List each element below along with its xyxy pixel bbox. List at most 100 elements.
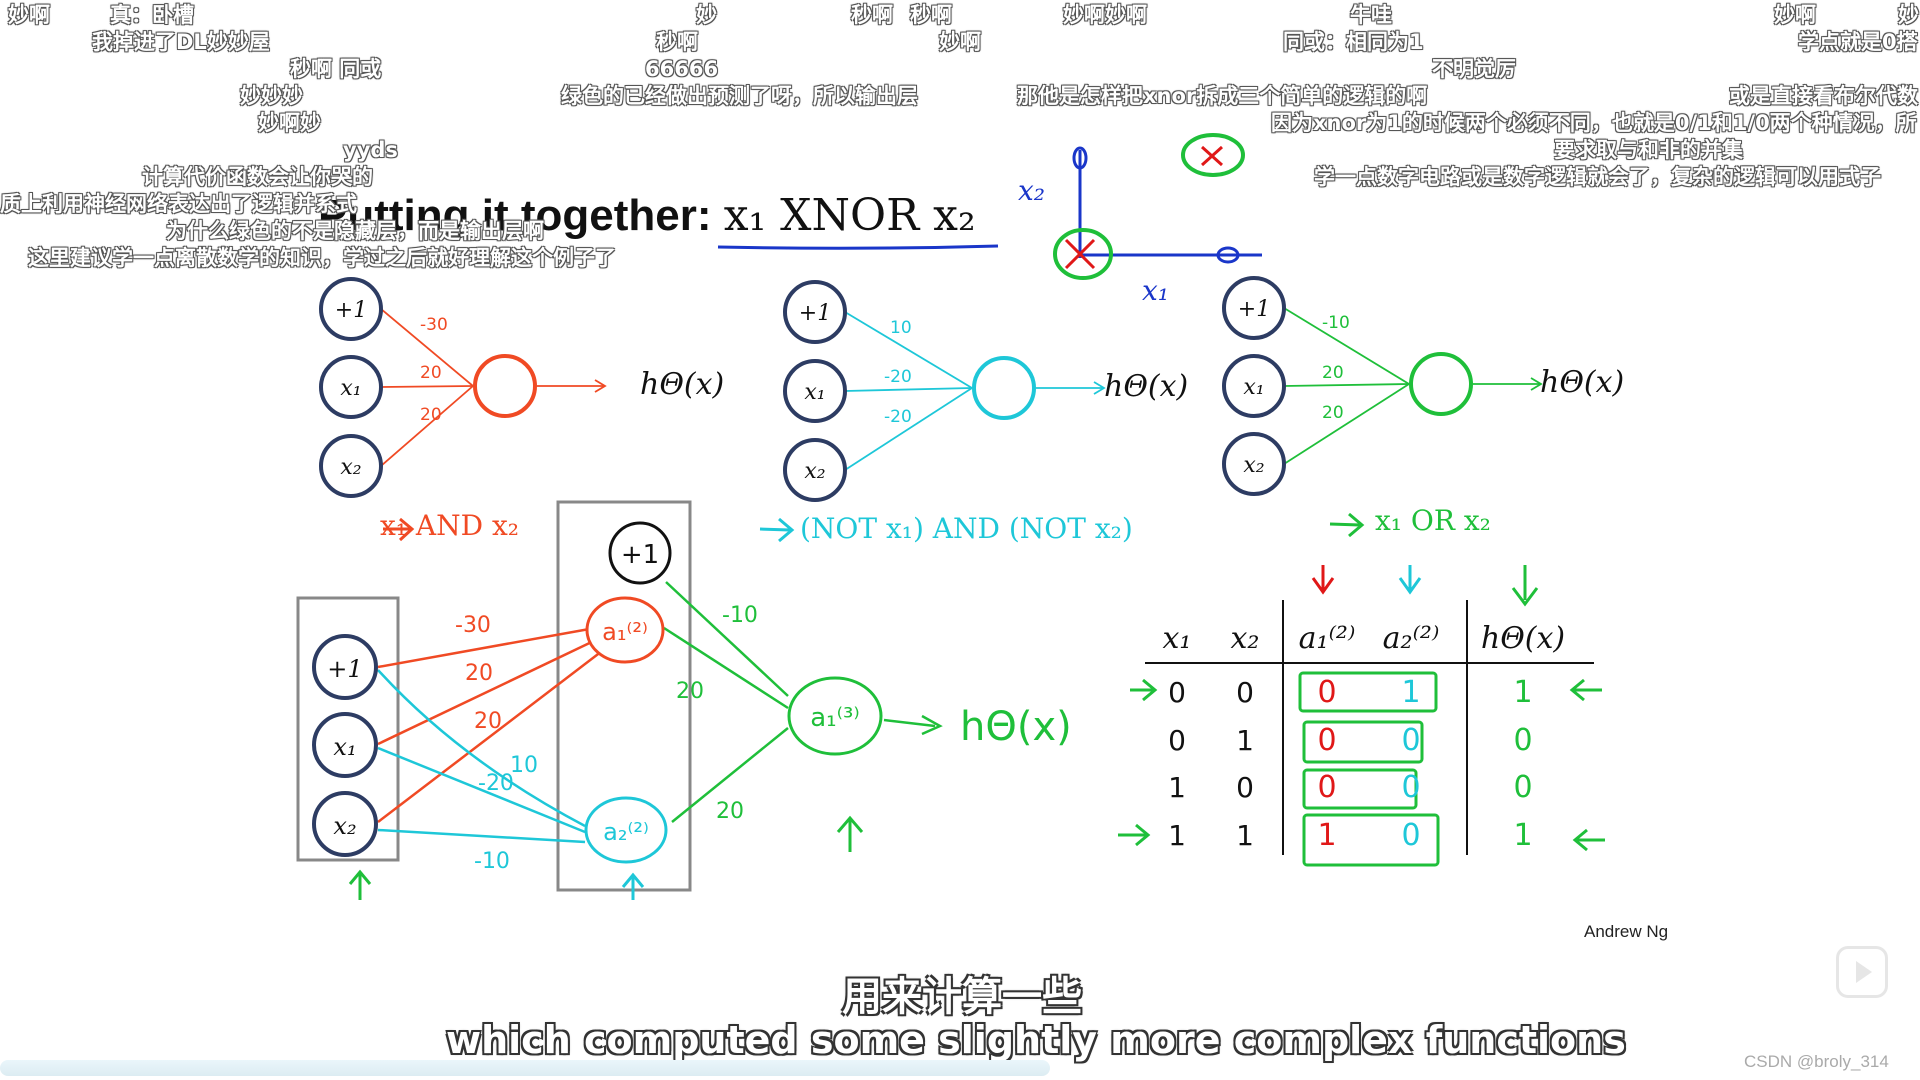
- svg-text:-10: -10: [722, 603, 758, 628]
- annotation-arrows: [348, 512, 1365, 900]
- svg-text:20: 20: [716, 799, 744, 824]
- danmaku-comment: 不明觉厉: [1432, 57, 1516, 81]
- network-1-output-node: [473, 354, 537, 418]
- slide-title-math: x₁ XNOR x₂: [723, 190, 976, 241]
- svg-text:-20: -20: [478, 771, 514, 796]
- play-button[interactable]: [1836, 946, 1888, 998]
- network-2-arrowhead: [1093, 381, 1106, 395]
- svg-text:+1: +1: [799, 301, 831, 326]
- danmaku-comment: 计算代价函数会让你哭的: [142, 165, 373, 189]
- network-1-edge: [380, 385, 474, 467]
- danmaku-comment: 要求取与和非的并集: [1554, 138, 1743, 162]
- plot-point-11-x: [1200, 145, 1224, 167]
- danmaku-comment: 妙: [696, 3, 717, 27]
- danmaku-comment: 为什么绿色的不是隐藏层，而是输出层啊: [166, 219, 544, 243]
- table-header-3: a₂⁽²⁾: [1383, 621, 1440, 656]
- network-2-weight-1: -20: [884, 367, 912, 387]
- network-3-weight-2: 20: [1322, 403, 1344, 423]
- svg-text:-10: -10: [474, 849, 510, 874]
- plot-x-axis-label: x₁: [1142, 274, 1169, 307]
- red-weight-labels: -30 20 20: [455, 613, 502, 734]
- plot-origin-green-circle: [1053, 228, 1113, 280]
- table-cell-r0-c0: 0: [1168, 676, 1186, 709]
- network-1-arrowhead: [594, 379, 607, 393]
- network-2-input-node-0: +1: [783, 280, 847, 344]
- danmaku-comment: 妙: [1898, 3, 1919, 27]
- svg-text:a₂⁽²⁾: a₂⁽²⁾: [603, 818, 649, 846]
- network-3-input-node-1: x₁: [1222, 354, 1286, 418]
- green-connections: [663, 581, 943, 823]
- danmaku-comment: 秒啊: [910, 3, 952, 27]
- network-2-output-label: hΘ(x): [1104, 369, 1188, 404]
- subtitle-en: which computed some slightly more comple…: [446, 1018, 1626, 1062]
- network-2-edge: [844, 387, 973, 471]
- network-3-weight-0: -10: [1322, 313, 1350, 333]
- table-cell-r3-c2: 1: [1317, 818, 1336, 853]
- network-1-input-node-2: x₂: [319, 434, 383, 498]
- svg-text:x₂: x₂: [340, 455, 361, 480]
- danmaku-comment: 质上利用神经网络表达出了逻辑并系式: [0, 192, 357, 216]
- green-weight-labels: -10 20 20: [676, 603, 758, 824]
- table-cell-r2-c1: 0: [1236, 771, 1254, 804]
- table-cell-r1-c0: 0: [1168, 724, 1186, 757]
- danmaku-comment: 妙啊妙: [258, 111, 321, 135]
- plot-axes: [1072, 146, 1262, 264]
- network-2-caption: (NOT x₁) AND (NOT x₂): [800, 512, 1133, 545]
- network-1-edge: [380, 308, 474, 387]
- table-cell-r3-c3: 0: [1401, 818, 1420, 853]
- network-3-caption: x₁ OR x₂: [1375, 504, 1491, 537]
- red-connections: [377, 626, 607, 823]
- danmaku-comment: 秒啊 同或: [290, 57, 382, 81]
- plot-top-right-green-circle: [1181, 133, 1245, 177]
- subtitle-zh: 用来计算一些: [842, 974, 1082, 1020]
- svg-text:20: 20: [465, 661, 493, 686]
- danmaku-comment: 妙妙妙: [240, 84, 303, 108]
- svg-text:x₁: x₁: [340, 376, 361, 401]
- slide-title: Putting it together: x₁ XNOR x₂: [318, 190, 976, 241]
- svg-text:+1: +1: [621, 540, 659, 570]
- danmaku-comment: 真：卧槽: [110, 3, 194, 27]
- svg-text:x₁: x₁: [333, 733, 356, 761]
- network-3-edge: [1283, 383, 1410, 465]
- svg-text:+1: +1: [335, 298, 367, 323]
- danmaku-comment: 我掉进了DL妙妙屋: [92, 30, 270, 54]
- network-3-input-node-2: x₂: [1222, 432, 1286, 496]
- svg-text:a₁⁽²⁾: a₁⁽²⁾: [602, 618, 648, 646]
- table-header-4: hΘ(x): [1481, 621, 1565, 656]
- network-1-output-label: hΘ(x): [640, 367, 724, 402]
- table-cell-r1-c2: 0: [1317, 723, 1336, 758]
- svg-text:+1: +1: [327, 655, 362, 683]
- table-header-2: a₁⁽²⁾: [1299, 621, 1356, 656]
- network-3-input-node-0: +1: [1222, 276, 1286, 340]
- slide-credit: Andrew Ng: [1584, 922, 1669, 941]
- network-2-input-node-2: x₂: [783, 438, 847, 502]
- table-cell-r0-c3: 1: [1401, 675, 1420, 710]
- network-3-output-label: hΘ(x): [1540, 365, 1624, 400]
- danmaku-comment: 同或：相同为1: [1283, 30, 1424, 54]
- network-3-weight-1: 20: [1322, 363, 1344, 383]
- plot-y-axis-label: x₂: [1018, 174, 1045, 207]
- svg-text:x₂: x₂: [1243, 453, 1264, 478]
- network-1-input-node-1: x₁: [319, 355, 383, 419]
- danmaku-comment: 那他是怎样把xnor拆成三个简单的逻辑的啊: [1017, 84, 1428, 108]
- progress-bar[interactable]: [0, 1060, 1050, 1076]
- danmaku-comment: 学一点数字电路或是数字逻辑就会了，复杂的逻辑可以用式子: [1314, 165, 1881, 189]
- input-node-bias: +1: [312, 634, 378, 700]
- svg-text:x₁: x₁: [804, 380, 825, 405]
- svg-text:x₂: x₂: [333, 812, 356, 840]
- table-cell-r0-c2: 0: [1317, 675, 1336, 710]
- svg-text:20: 20: [676, 679, 704, 704]
- slide-title-text: Putting it together:: [318, 191, 712, 240]
- network-3: +1 x₁ x₂ -10 20 20 hΘ(x) x₁ OR x₂: [1222, 276, 1624, 537]
- network-3-output-node: [1409, 352, 1473, 416]
- table-cell-r3-c1: 1: [1236, 819, 1254, 852]
- network-1-weight-1: 20: [420, 363, 442, 383]
- big-net-output-label: hΘ(x): [960, 704, 1072, 750]
- table-header-0: x₁: [1163, 621, 1192, 656]
- network-1-weight-0: -30: [420, 315, 448, 335]
